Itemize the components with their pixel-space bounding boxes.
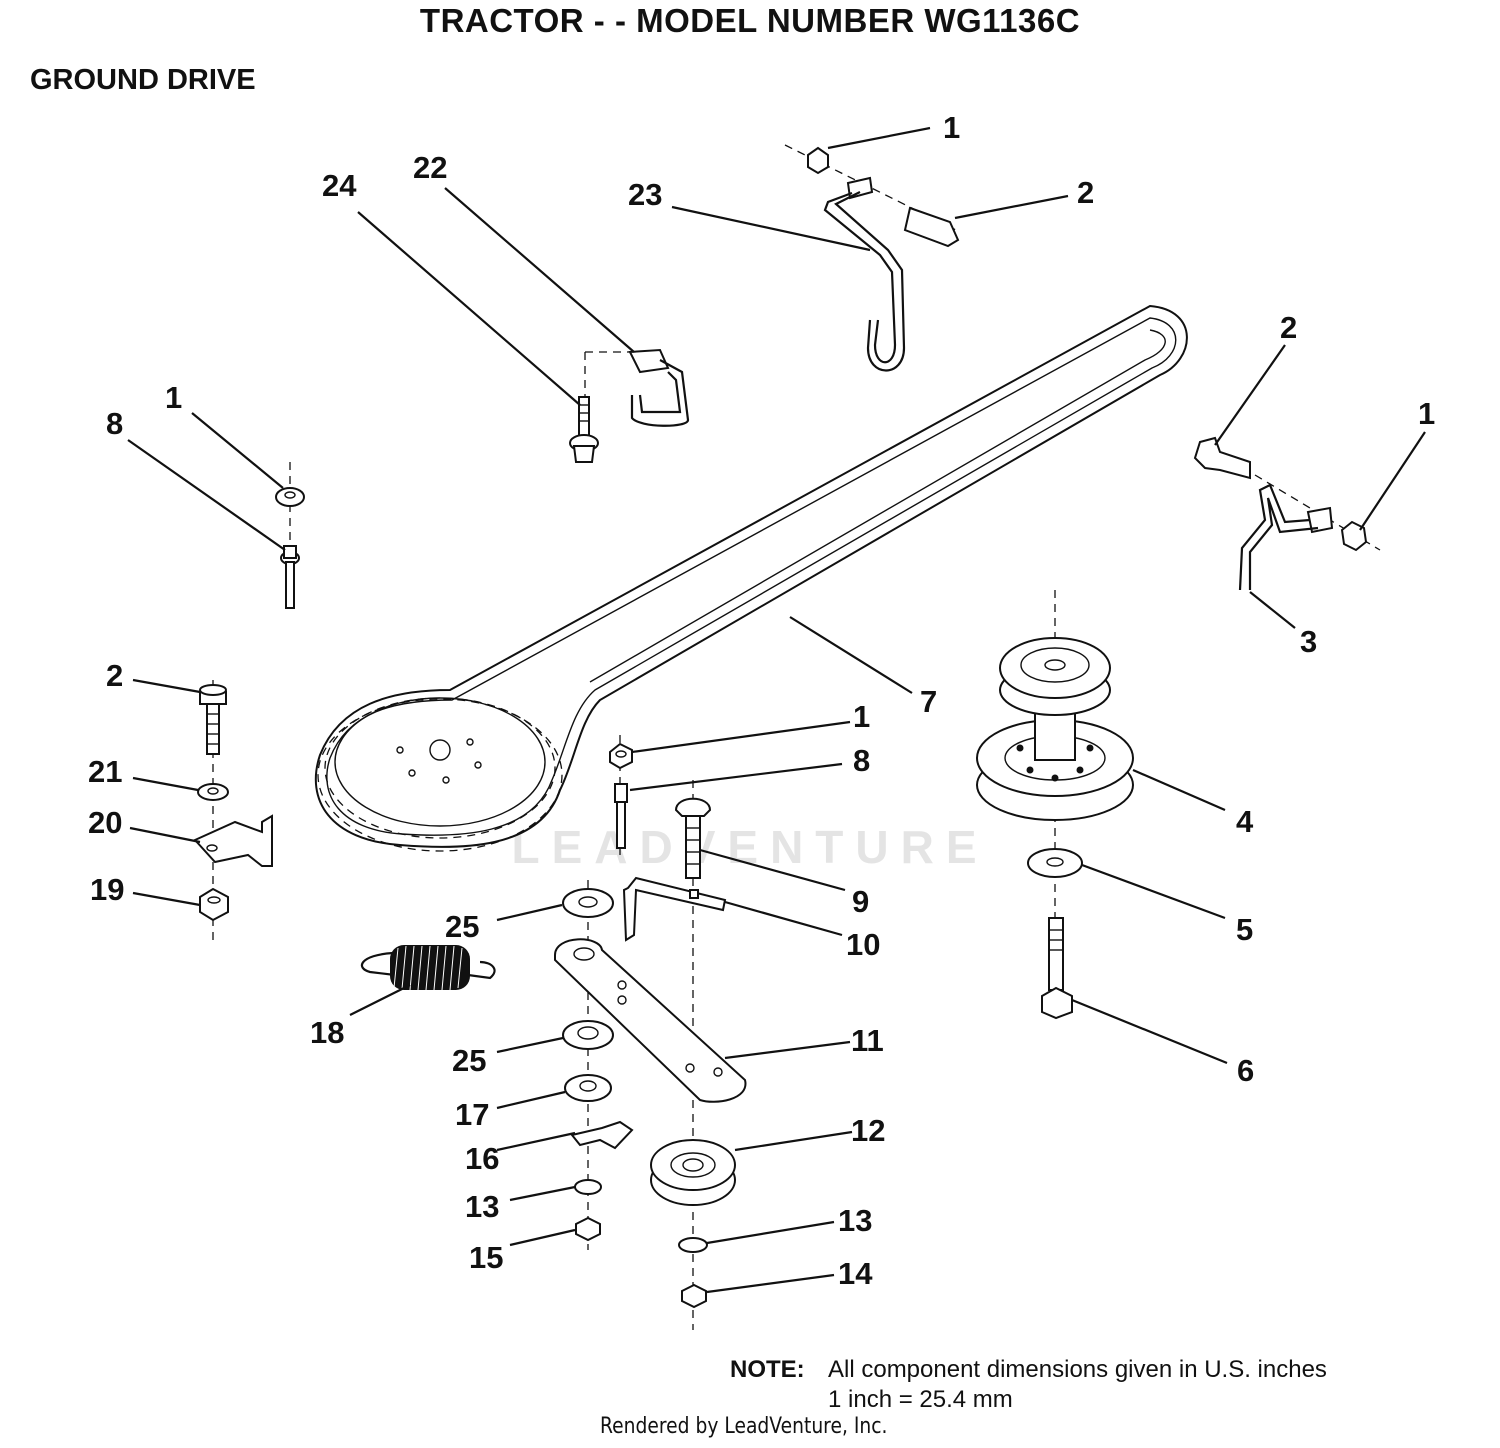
callout-2: 2 — [1280, 310, 1297, 345]
callout-24: 24 — [322, 168, 357, 203]
callout-21: 21 — [88, 754, 122, 789]
bracket-assembly-left — [193, 680, 273, 945]
engine-pulley-4 — [976, 590, 1134, 1020]
dimension-note: NOTE: All component dimensions given in U… — [730, 1355, 1327, 1415]
callout-15: 15 — [469, 1240, 503, 1275]
idler-pulley-12 — [650, 1100, 736, 1330]
callout-23: 23 — [628, 177, 662, 212]
callout-1: 1 — [165, 380, 182, 415]
callout-14: 14 — [838, 1256, 873, 1291]
callout-13: 13 — [838, 1203, 872, 1238]
callout-labels: 1 2 23 24 22 2 1 3 1 8 7 2 21 20 19 1 8 … — [88, 110, 1435, 1291]
callout-1: 1 — [1418, 396, 1435, 431]
footer-credit: Rendered by LeadVenture, Inc. — [600, 1414, 888, 1439]
callout-16: 16 — [465, 1141, 499, 1176]
note-line-2: 1 inch = 25.4 mm — [828, 1386, 1013, 1413]
callout-10: 10 — [846, 927, 880, 962]
bolt-8-left — [275, 462, 305, 609]
callout-18: 18 — [310, 1015, 344, 1050]
belt-guide-22 — [584, 348, 690, 450]
watermark-text: LEADVENTURE — [511, 821, 989, 873]
drive-belt — [314, 304, 1188, 848]
note-line-1: All component dimensions given in U.S. i… — [828, 1356, 1327, 1383]
callout-7: 7 — [920, 684, 937, 719]
idler-arm-assembly — [554, 735, 747, 1250]
callout-3: 3 — [1300, 624, 1317, 659]
callout-20: 20 — [88, 805, 122, 840]
bolt-24 — [569, 396, 599, 463]
callout-1: 1 — [853, 699, 870, 734]
callout-8: 8 — [853, 743, 870, 778]
belt-guide-23 — [784, 144, 961, 372]
callout-8: 8 — [106, 406, 123, 441]
spring-18 — [360, 945, 496, 991]
callout-5: 5 — [1236, 912, 1253, 947]
callout-leaders — [127, 126, 1426, 1294]
callout-25: 25 — [445, 909, 479, 944]
belt-guide-3 — [1193, 436, 1381, 591]
callout-11: 11 — [851, 1023, 884, 1058]
callout-25: 25 — [452, 1043, 486, 1078]
callout-9: 9 — [852, 884, 869, 919]
callout-17: 17 — [455, 1097, 489, 1132]
callout-6: 6 — [1237, 1053, 1254, 1088]
callout-22: 22 — [413, 150, 447, 185]
callout-19: 19 — [90, 872, 124, 907]
callout-4: 4 — [1236, 804, 1254, 839]
callout-13: 13 — [465, 1189, 499, 1224]
callout-2: 2 — [106, 658, 123, 693]
transmission-pulley — [317, 697, 563, 852]
callout-1: 1 — [943, 110, 960, 145]
note-label: NOTE: — [730, 1356, 805, 1383]
callout-12: 12 — [851, 1113, 885, 1148]
callout-2: 2 — [1077, 175, 1094, 210]
page-title: TRACTOR - - MODEL NUMBER WG1136C — [419, 2, 1081, 39]
section-title: GROUND DRIVE — [30, 64, 256, 96]
